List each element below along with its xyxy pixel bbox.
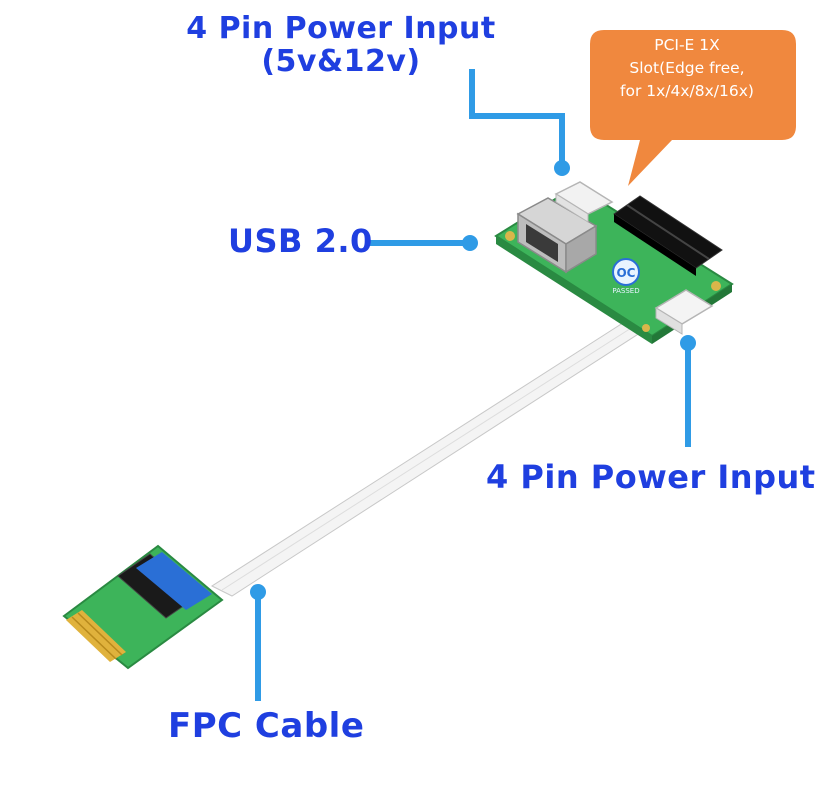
- callout-line1: PCI-E 1X: [654, 36, 720, 54]
- leader-dots: [250, 160, 696, 600]
- leader-top-power: [469, 69, 565, 163]
- usb-label: USB 2.0: [228, 222, 373, 260]
- oc-logo-text: OC: [616, 266, 635, 280]
- power-connector-top-icon: [554, 181, 614, 223]
- leader-lines: [255, 69, 691, 701]
- power-input-top-line2: (5v&12v): [261, 44, 421, 79]
- m2-adapter-card: [62, 544, 224, 670]
- fpc-cable: [210, 311, 662, 597]
- fpc-connector-icon: [117, 552, 212, 619]
- power-connector-right-icon: [654, 289, 714, 335]
- usb-port-icon: [516, 197, 598, 274]
- fpc-cable-label: FPC Cable: [168, 706, 365, 746]
- power-input-top-label: 4 Pin Power Input (5v&12v): [176, 12, 506, 78]
- pcie-callout-bubble: [590, 30, 796, 186]
- callout-line2: Slot(Edge free,: [629, 59, 745, 77]
- callout-line3: for 1x/4x/8x/16x): [620, 82, 754, 100]
- oc-logo-icon: OC PASSED: [612, 258, 640, 295]
- pcie-slot-icon: [613, 195, 723, 276]
- power-input-right-label: 4 Pin Power Input: [486, 458, 816, 496]
- power-input-top-line1: 4 Pin Power Input: [186, 11, 496, 46]
- passed-stamp-text: PASSED: [612, 287, 639, 295]
- pcie-callout-text: PCI-E 1X Slot(Edge free, for 1x/4x/8x/16…: [592, 34, 782, 103]
